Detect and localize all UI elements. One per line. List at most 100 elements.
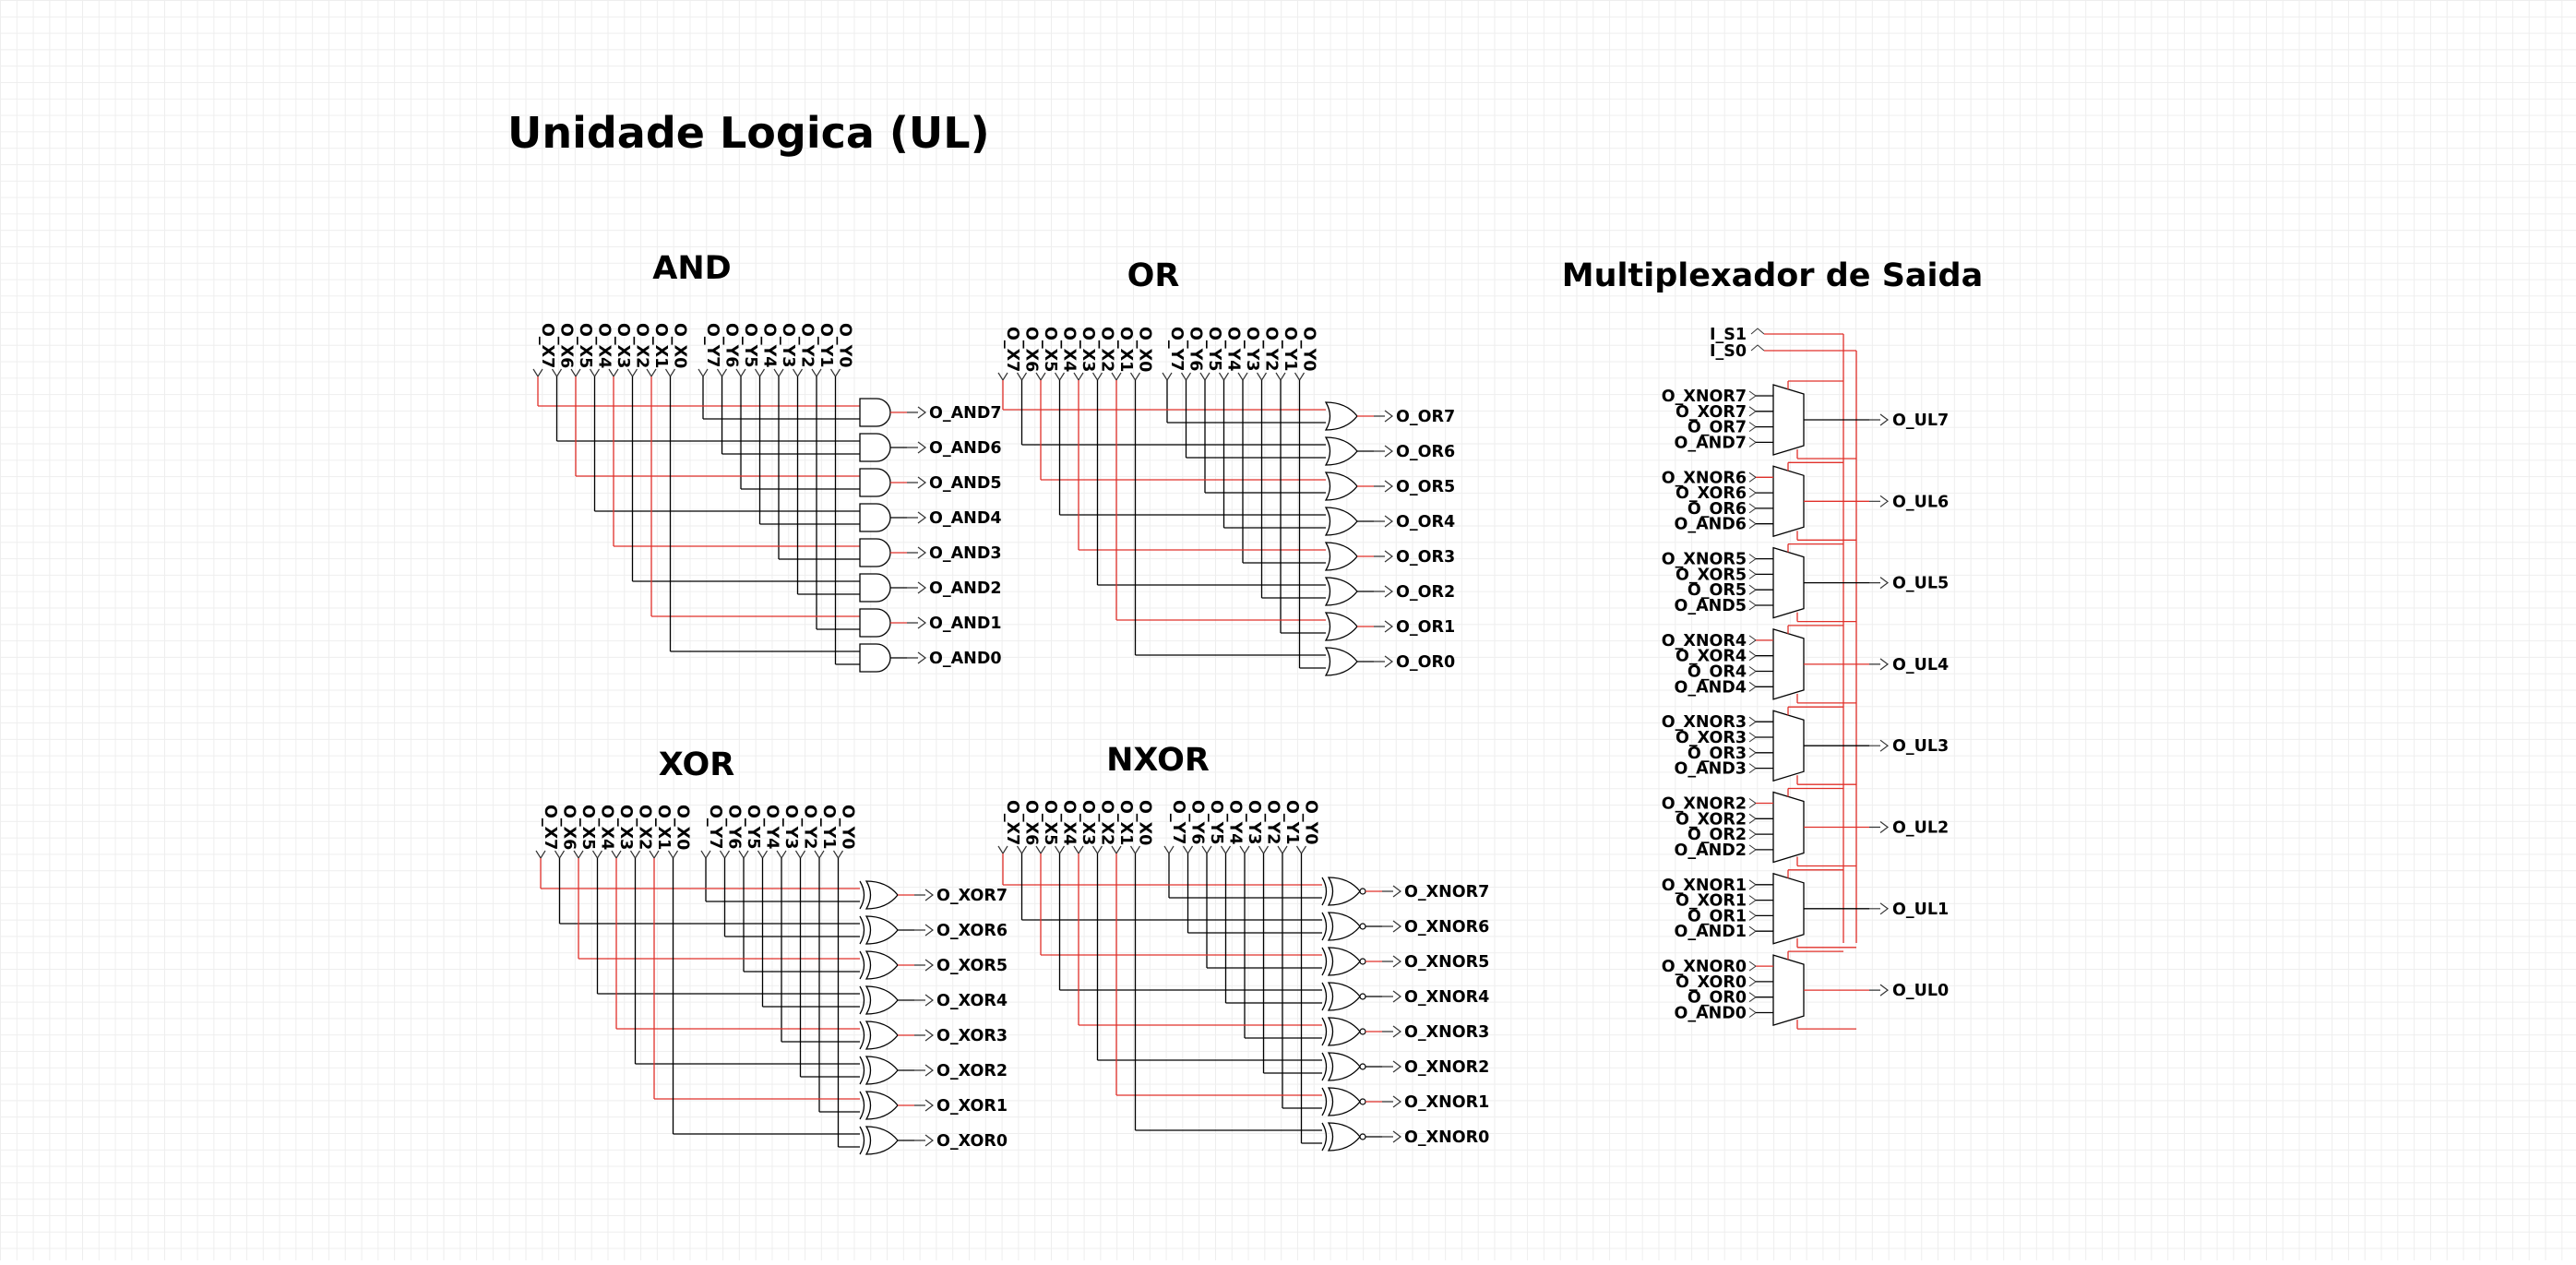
xor-curve (1321, 912, 1328, 941)
pin-arrow (1258, 845, 1270, 855)
gate-output-label: O_AND2 (929, 579, 1002, 598)
or-gate (1324, 507, 1358, 536)
output-tunnel (1374, 585, 1393, 598)
mux-output-label: O_UL7 (1892, 412, 1949, 430)
output-tunnel (1382, 885, 1401, 898)
gate-output-label: O_AND3 (929, 544, 1002, 563)
input-pin-label: O_Y5 (741, 323, 759, 367)
pin-arrow (1073, 372, 1084, 382)
input-pin-label: O_Y5 (744, 805, 762, 849)
gate-output-label: O_XNOR0 (1404, 1128, 1489, 1147)
input-pin-label: O_Y7 (1167, 327, 1186, 371)
output-tunnel (1382, 920, 1401, 933)
mux-input-label: O_XNOR6 (1662, 469, 1747, 487)
input-pin-label: O_Y7 (703, 323, 722, 367)
pin-arrow (551, 368, 563, 378)
pin-arrow (1295, 845, 1307, 855)
input-pin-label: O_Y3 (1245, 800, 1263, 844)
mux-input-pin (1748, 992, 1757, 1003)
gate-output-label: O_XNOR6 (1404, 918, 1489, 937)
input-pin-label: O_X0 (1136, 800, 1154, 845)
xor-curve (859, 915, 865, 945)
xor-curve (1321, 877, 1328, 906)
inversion-bubble (1359, 1028, 1366, 1035)
mux-input-label: O_XOR5 (1676, 566, 1747, 584)
gate-output-label: O_XNOR4 (1404, 988, 1489, 1007)
xor-curve (859, 1126, 865, 1155)
mux-input-pin (1748, 406, 1757, 417)
input-pin-label: O_X5 (578, 805, 597, 850)
mux-output-label: O_UL3 (1892, 737, 1949, 756)
mux-input-pin (1748, 471, 1757, 483)
pin-arrow (1275, 372, 1286, 382)
mux-input-pin (1748, 1008, 1757, 1018)
output-tunnel (907, 406, 926, 419)
gate-output-label: O_OR4 (1396, 513, 1455, 531)
and-gate (859, 468, 891, 497)
section-title-nxor: NXOR (1106, 742, 1210, 779)
pin-arrow (1129, 372, 1141, 382)
xor-gate (865, 1091, 899, 1120)
pin-arrow (1016, 845, 1028, 855)
input-pin-label: O_Y1 (1282, 800, 1301, 844)
output-tunnel (1382, 1095, 1401, 1108)
and-gate (859, 573, 891, 603)
xor-curve (1321, 1122, 1328, 1152)
mux-input-pin (1748, 763, 1757, 774)
input-pin-label: O_Y4 (760, 323, 779, 367)
xor-gate (865, 1126, 899, 1155)
mux-input-label: O_AND6 (1674, 516, 1747, 534)
section-title-and: AND (652, 250, 731, 287)
mux-input-label: O_XNOR2 (1662, 795, 1747, 814)
or-gate (1324, 612, 1358, 641)
inversion-bubble (1359, 993, 1366, 1000)
mux-output-label: O_UL1 (1892, 901, 1949, 919)
input-pin-label: O_Y2 (1262, 327, 1281, 371)
output-tunnel (907, 546, 926, 559)
mux-output-label: O_UL0 (1892, 982, 1949, 1000)
inversion-bubble (1359, 1063, 1366, 1070)
gate-output-label: O_XNOR3 (1404, 1023, 1489, 1042)
inversion-bubble (1359, 958, 1366, 965)
input-pin-label: O_X2 (1098, 800, 1116, 845)
pin-arrow (608, 368, 619, 378)
xor-gate (865, 915, 899, 945)
mux-input-label: O_OR2 (1688, 826, 1747, 844)
output-tunnel (1869, 821, 1889, 833)
output-tunnel (914, 1064, 934, 1077)
input-pin-label: O_X6 (1022, 327, 1041, 372)
mux-input-label: O_OR7 (1688, 419, 1747, 437)
input-pin-label: O_Y0 (1302, 800, 1320, 844)
gate-output-label: O_XOR5 (936, 957, 1008, 975)
xor-gate (1327, 947, 1361, 976)
input-pin-label: O_X1 (1116, 327, 1135, 372)
input-pin-label: O_Y3 (779, 323, 797, 367)
mux-input-label: O_XOR6 (1676, 484, 1747, 503)
mux-input-label: O_OR0 (1688, 989, 1747, 1008)
gate-output-label: O_OR3 (1396, 548, 1455, 567)
xor-curve (1321, 1087, 1328, 1116)
mux-input-pin (1748, 829, 1757, 840)
xor-gate (1327, 982, 1361, 1011)
and-gate (859, 608, 891, 638)
mux-input-label: O_AND0 (1674, 1005, 1747, 1023)
gate-output-label: O_XOR4 (936, 992, 1008, 1010)
output-tunnel (907, 476, 926, 489)
mux-output-label: O_UL6 (1892, 493, 1949, 511)
mux-input-pin (1748, 487, 1757, 498)
inversion-bubble (1359, 888, 1366, 895)
pin-arrow (554, 850, 566, 860)
mux-input-label: O_XOR4 (1676, 648, 1747, 666)
xor-curve (1321, 1052, 1328, 1081)
pin-arrow (1091, 845, 1103, 855)
pin-arrow (1237, 372, 1248, 382)
pin-arrow (1111, 372, 1122, 382)
mux-input-pin (1748, 813, 1757, 824)
xor-curve (859, 1091, 865, 1120)
mux-input-pin (1748, 976, 1757, 987)
pin-arrow (1111, 845, 1122, 855)
output-tunnel (907, 441, 926, 454)
